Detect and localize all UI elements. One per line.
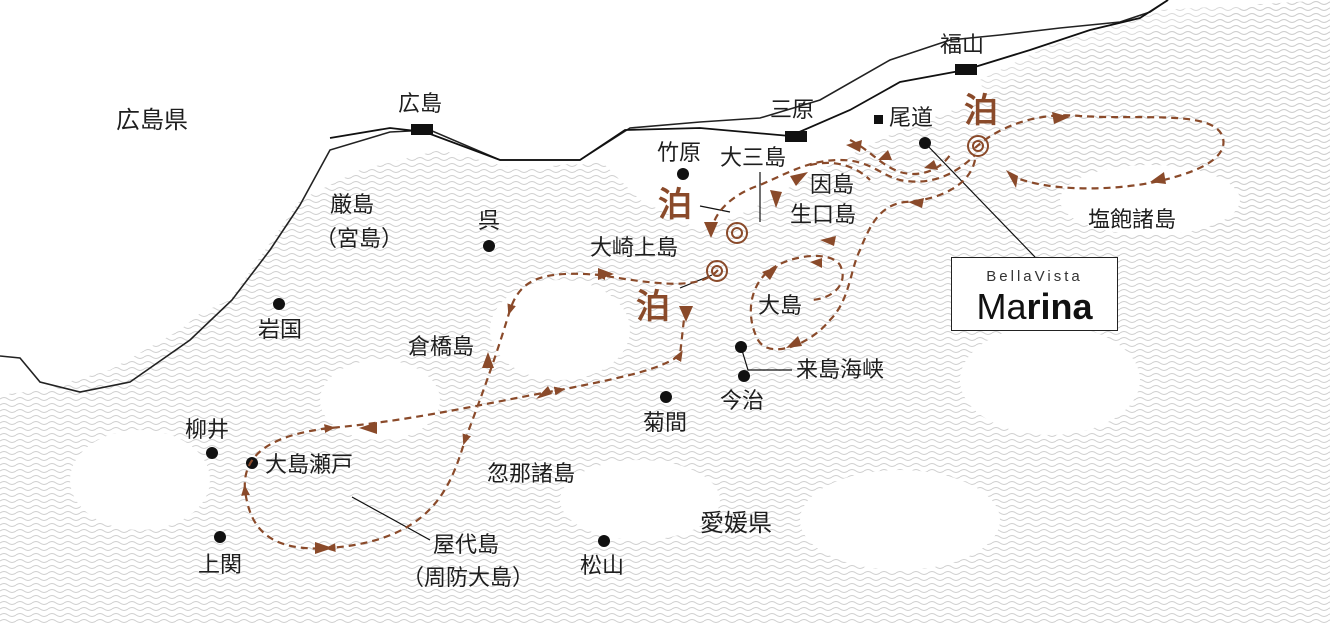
route-omishima — [710, 154, 976, 233]
arrow-12 — [1006, 170, 1018, 188]
arrow-6 — [679, 306, 693, 322]
dot-iwakuni — [273, 298, 285, 310]
arrow-18 — [770, 190, 782, 208]
dot-yanai — [206, 447, 218, 459]
arrow-5 — [536, 386, 552, 399]
label-yashirojima: 屋代島 — [433, 533, 500, 558]
overnight-label-3: 泊 — [964, 91, 998, 131]
arrow-14 — [820, 236, 836, 246]
label-suooshima: （周防大島） — [402, 566, 535, 591]
label-kure: 呉 — [478, 209, 501, 234]
arrow-2 — [482, 352, 494, 368]
dot-kaminoseki — [214, 531, 226, 543]
dot-imabari — [738, 370, 750, 382]
label-oshimaseto: 大島瀬戸 — [265, 453, 354, 478]
label-oshima: 大島 — [758, 294, 803, 319]
label-innoshima: 因島 — [810, 173, 855, 198]
sea-patch-6 — [960, 325, 1140, 435]
overnight-marker-3 — [967, 135, 989, 157]
cruise-route — [241, 114, 1225, 552]
overnight-marker-1 — [726, 222, 748, 244]
route-arrows — [315, 112, 1166, 554]
label-kaminoseki: 上関 — [198, 553, 243, 578]
dot-matsuyama — [598, 535, 610, 547]
dot-oshimaseto — [246, 457, 258, 469]
label-kurahashijima: 倉橋島 — [408, 335, 475, 360]
arrow-11 — [1150, 172, 1166, 184]
route-east-loop — [974, 114, 1225, 190]
label-imabari: 今治 — [720, 389, 765, 414]
label-station-fukuyama: 福山 — [940, 33, 985, 58]
label-osakikamijima: 大崎上島 — [590, 236, 679, 261]
sea-patch-7 — [800, 470, 1000, 570]
logo-line-2-b: rina — [1026, 286, 1093, 327]
station-mark-fukuyama — [955, 64, 977, 75]
label-kutsuna-islands: 忽那諸島 — [487, 462, 576, 487]
label-hiroshima-prefecture: 広島県 — [116, 106, 188, 134]
sea-patch-1 — [490, 280, 630, 380]
arrow-20 — [924, 160, 938, 170]
overnight-label-1: 泊 — [658, 185, 692, 225]
arrow-16 — [786, 336, 802, 348]
label-onomichi: 尾道 — [889, 106, 934, 131]
route-innoshima-inner — [809, 139, 951, 181]
arrow-7 — [704, 222, 718, 238]
label-matsuyama: 松山 — [580, 554, 625, 579]
leader-logo — [924, 142, 1036, 258]
station-mark-mihara — [785, 131, 807, 142]
arrow-1 — [598, 268, 614, 280]
leader-haku-1 — [699, 205, 731, 213]
dot-takehara — [677, 168, 689, 180]
logo-line-1: BellaVista — [986, 268, 1083, 285]
label-omishima: 大三島 — [720, 146, 787, 171]
arrow-3 — [315, 542, 333, 554]
label-miyajima: （宮島） — [315, 227, 404, 252]
label-takehara: 竹原 — [657, 141, 702, 166]
land-upper — [980, 0, 1330, 240]
label-station-hiroshima: 広島 — [398, 92, 443, 117]
label-ikuchijima: 生口島 — [790, 203, 857, 228]
port-mark-onomichi — [874, 115, 883, 124]
label-station-mihara: 三原 — [770, 98, 815, 123]
arrow-10 — [1052, 112, 1070, 124]
arrow-13 — [908, 198, 924, 208]
arrow-9 — [846, 140, 862, 152]
label-yanai: 柳井 — [185, 418, 230, 443]
arrow-15 — [762, 266, 778, 280]
overnight-marker-2 — [706, 260, 728, 282]
arrow-17 — [810, 258, 822, 268]
sea-hiroshima-bay — [0, 0, 1330, 395]
sea-patch-3 — [1060, 165, 1240, 235]
label-ehime-prefecture: 愛媛県 — [700, 509, 772, 537]
label-itsukushima: 厳島 — [330, 193, 375, 218]
sea-patch-4 — [560, 460, 720, 540]
arrow-19 — [878, 150, 892, 160]
logo-line-2-a: Ma — [976, 286, 1027, 327]
overnight-label-2: 泊 — [636, 287, 670, 327]
label-shiwaku-islands: 塩飽諸島 — [1088, 208, 1177, 233]
arrow-8 — [790, 172, 808, 186]
label-kurushima-strait: 来島海峡 — [796, 358, 885, 383]
label-iwakuni: 岩国 — [258, 318, 303, 343]
sea-patch-5 — [70, 430, 210, 530]
label-kikuma: 菊間 — [643, 411, 688, 436]
overnight-markers — [706, 135, 989, 282]
leader-kurushima — [740, 346, 792, 371]
logo-line-2: Marina — [952, 286, 1117, 328]
bellavista-marina-logo: BellaVista Marina — [951, 257, 1118, 331]
station-mark-hiroshima — [411, 124, 433, 135]
dot-kure — [483, 240, 495, 252]
arrow-4 — [359, 422, 377, 434]
dot-kikuma — [660, 391, 672, 403]
route-innoshima-loop — [749, 159, 977, 351]
route-west-loop — [241, 269, 719, 552]
